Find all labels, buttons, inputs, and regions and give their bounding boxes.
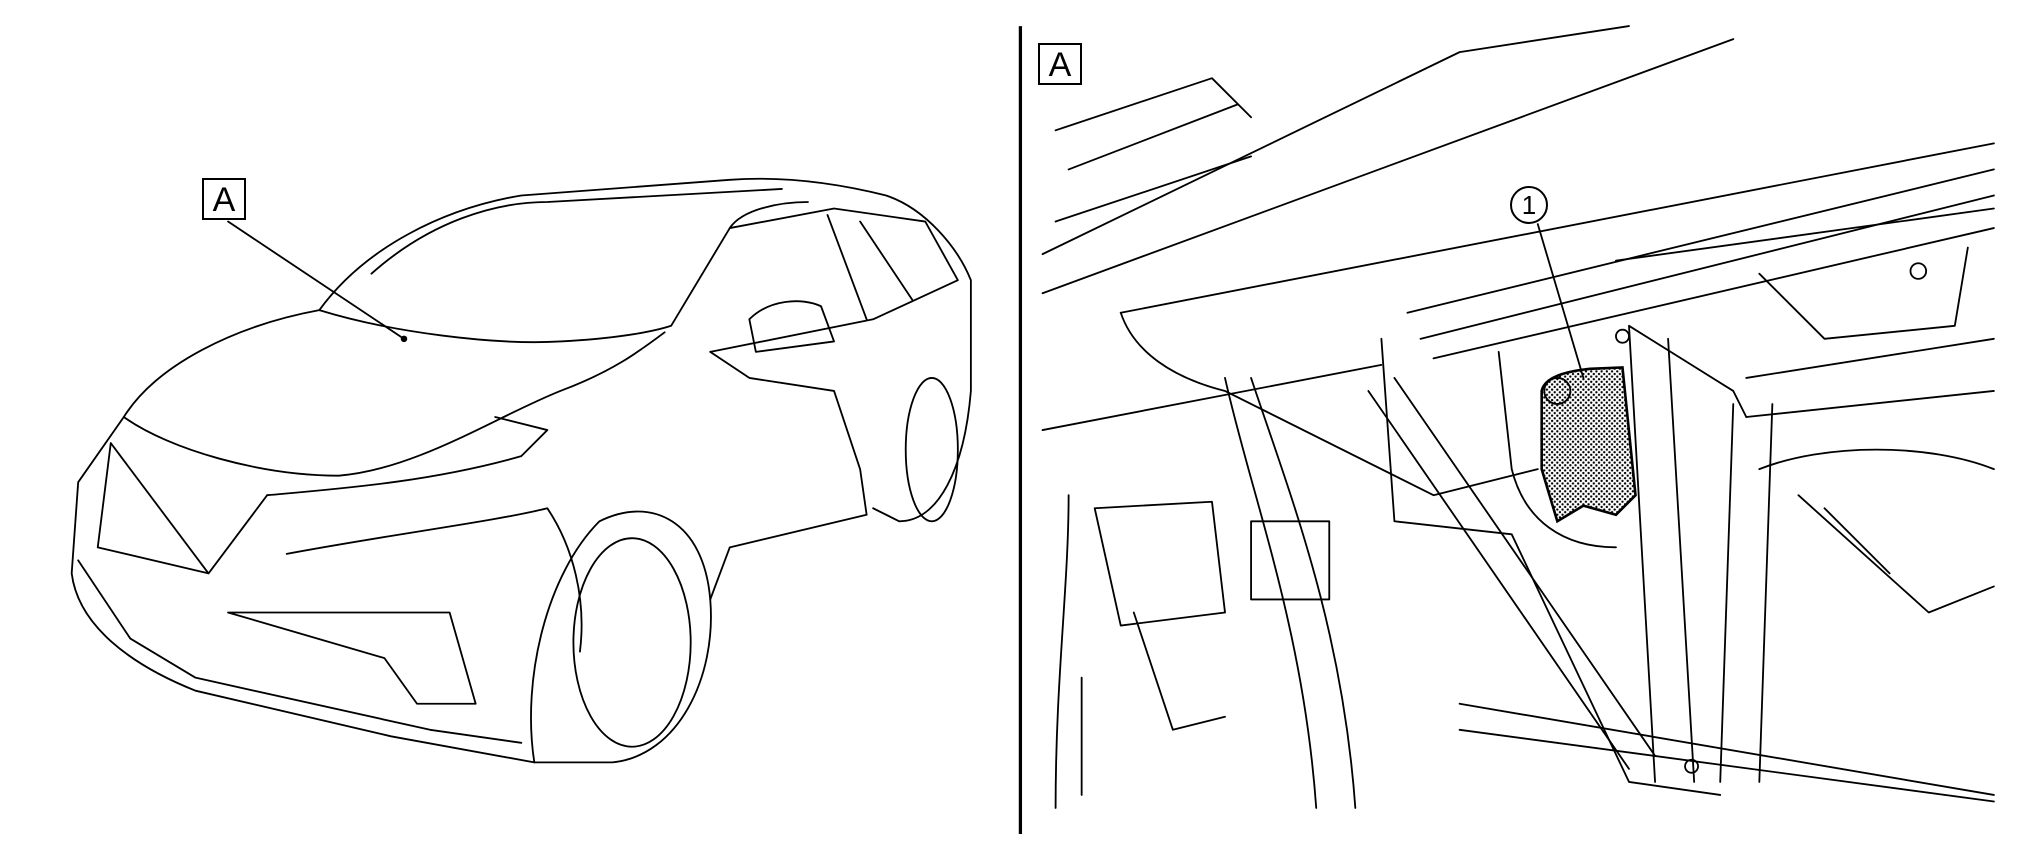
leader-line-1	[1536, 223, 1585, 379]
vehicle-overview-drawing	[70, 177, 972, 764]
callout-1: 1	[1510, 186, 1548, 224]
location-point-a	[400, 335, 408, 343]
view-label-a-detail: A	[1038, 43, 1082, 85]
view-label-a-overview: A	[202, 178, 246, 220]
control-module-hatched	[1540, 366, 1637, 524]
detail-view-drawing	[1041, 25, 1995, 809]
leader-line-a	[227, 220, 405, 340]
